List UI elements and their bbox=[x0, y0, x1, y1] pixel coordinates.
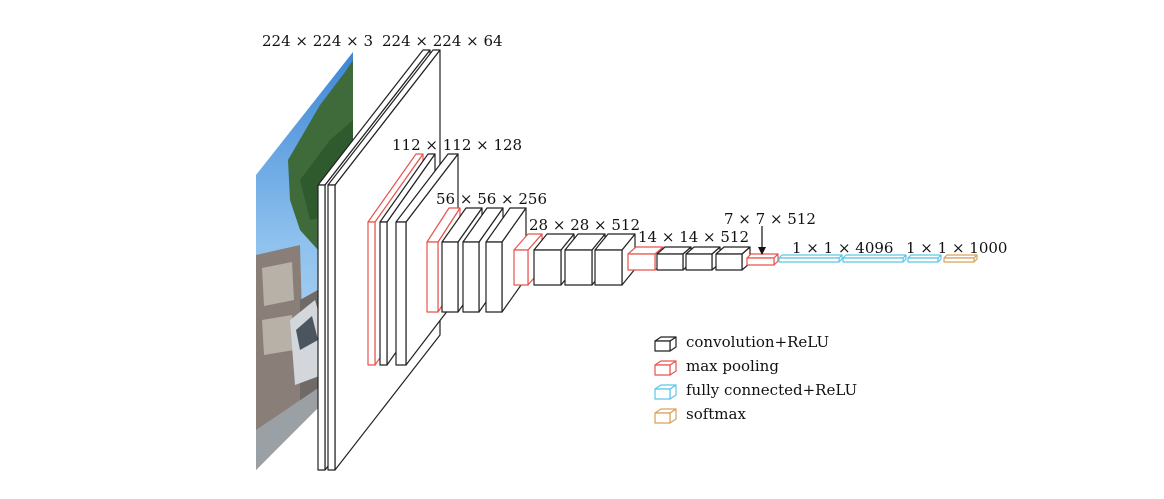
legend-swatch-convolution bbox=[654, 336, 677, 352]
block-fc7 bbox=[842, 254, 907, 263]
block-softmax bbox=[943, 254, 978, 263]
label-conv3: 56 × 56 × 256 bbox=[436, 190, 547, 208]
label-fc: 1 × 1 × 4096 bbox=[792, 239, 893, 257]
block-conv5-c bbox=[715, 246, 751, 271]
legend-item-convolution: convolution+ReLU bbox=[654, 333, 829, 352]
legend-swatch-fully-connected bbox=[654, 384, 677, 400]
legend-label-softmax: softmax bbox=[686, 405, 746, 423]
legend: convolution+ReLU max pooling fully conne… bbox=[654, 333, 857, 424]
block-fc6 bbox=[778, 254, 843, 263]
label-conv4: 28 × 28 × 512 bbox=[529, 216, 640, 234]
legend-swatch-max-pooling bbox=[654, 360, 677, 376]
legend-label-fully-connected: fully connected+ReLU bbox=[686, 381, 857, 399]
layer-blocks bbox=[317, 49, 978, 471]
label-conv2: 112 × 112 × 128 bbox=[392, 136, 522, 154]
block-fc8 bbox=[907, 254, 942, 263]
label-input: 224 × 224 × 3 bbox=[262, 32, 373, 50]
legend-swatch-softmax bbox=[654, 408, 677, 424]
block-conv5-b bbox=[685, 246, 721, 271]
label-conv1: 224 × 224 × 64 bbox=[382, 32, 503, 50]
label-conv5: 14 × 14 × 512 bbox=[638, 228, 749, 246]
label-pool5: 7 × 7 × 512 bbox=[724, 210, 816, 228]
block-pool5 bbox=[746, 253, 779, 266]
legend-item-max-pooling: max pooling bbox=[654, 357, 779, 376]
label-softmax: 1 × 1 × 1000 bbox=[906, 239, 1007, 257]
legend-label-max-pooling: max pooling bbox=[686, 357, 779, 375]
legend-item-softmax: softmax bbox=[654, 405, 746, 424]
legend-label-convolution: convolution+ReLU bbox=[686, 333, 829, 351]
pool5-arrow bbox=[758, 226, 766, 255]
legend-item-fully-connected: fully connected+ReLU bbox=[654, 381, 857, 400]
